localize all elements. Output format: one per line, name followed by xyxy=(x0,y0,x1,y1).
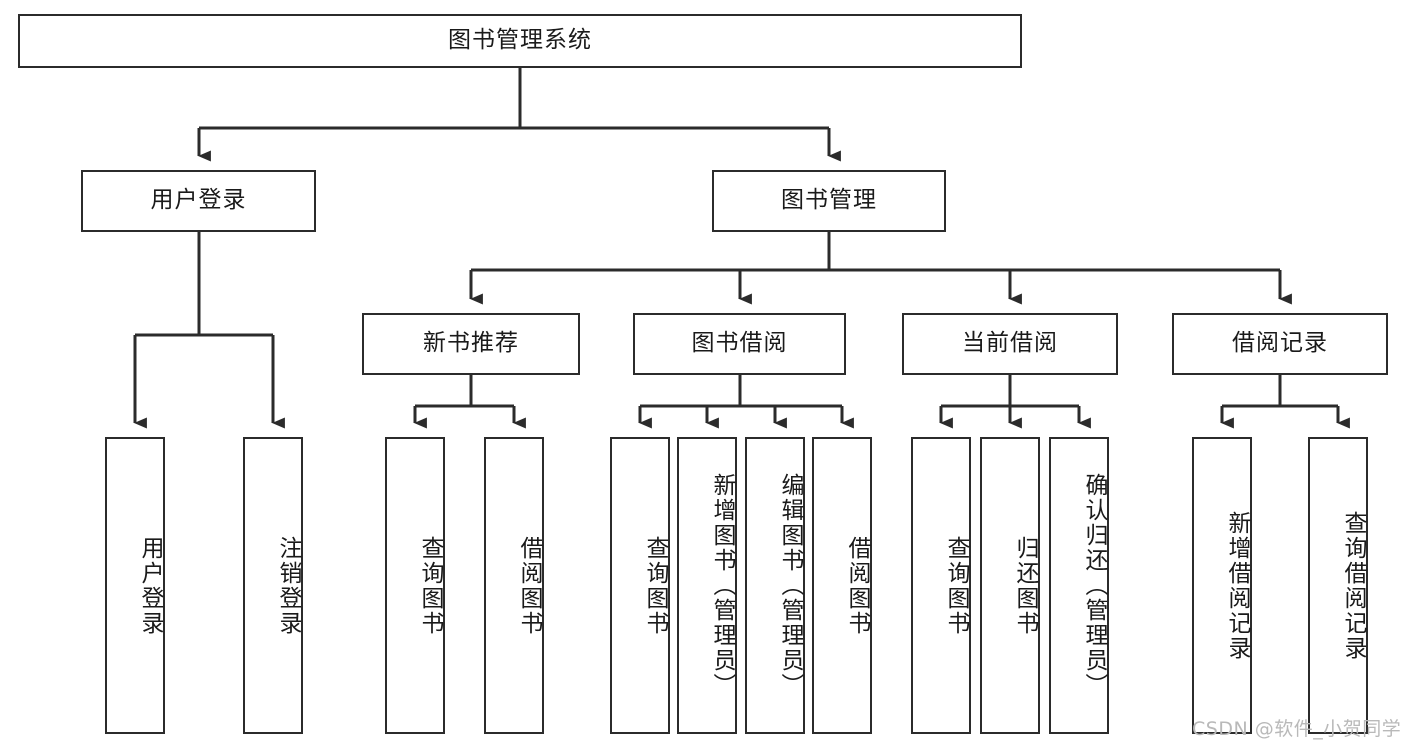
node-leaf-edit-book[interactable]: 编辑图书（管理员） xyxy=(745,437,805,734)
node-leaf-user-login-label: 用户登录 xyxy=(137,535,163,636)
node-leaf-edit-book-label: 编辑图书（管理员） xyxy=(777,473,803,698)
node-user-login-label: 用户登录 xyxy=(150,187,247,214)
node-leaf-query-book-3-label: 查询图书 xyxy=(943,535,969,636)
node-current-borrow-label: 当前借阅 xyxy=(962,330,1058,357)
node-user-login[interactable]: 用户登录 xyxy=(81,170,316,232)
node-leaf-add-borrow-record[interactable]: 新增借阅记录 xyxy=(1192,437,1252,734)
watermark-text: CSDN @软件_小贺同学 xyxy=(1192,718,1402,740)
node-leaf-query-borrow-record-label: 查询借阅记录 xyxy=(1340,510,1366,661)
node-leaf-return-book-label: 归还图书 xyxy=(1012,535,1038,636)
node-new-book-recommend[interactable]: 新书推荐 xyxy=(362,313,580,375)
node-leaf-borrow-book-1-label: 借阅图书 xyxy=(516,535,542,636)
node-leaf-logout-login-label: 注销登录 xyxy=(275,535,301,636)
node-leaf-return-book[interactable]: 归还图书 xyxy=(980,437,1040,734)
node-leaf-borrow-book-1[interactable]: 借阅图书 xyxy=(484,437,544,734)
node-borrow-record[interactable]: 借阅记录 xyxy=(1172,313,1388,375)
node-root-label: 图书管理系统 xyxy=(448,27,592,54)
node-root[interactable]: 图书管理系统 xyxy=(18,14,1022,68)
node-new-book-recommend-label: 新书推荐 xyxy=(423,330,519,357)
node-leaf-query-book-1[interactable]: 查询图书 xyxy=(385,437,445,734)
node-leaf-add-book[interactable]: 新增图书（管理员） xyxy=(677,437,737,734)
node-leaf-borrow-book-2[interactable]: 借阅图书 xyxy=(812,437,872,734)
node-leaf-query-book-2[interactable]: 查询图书 xyxy=(610,437,670,734)
node-leaf-query-borrow-record[interactable]: 查询借阅记录 xyxy=(1308,437,1368,734)
node-book-borrow[interactable]: 图书借阅 xyxy=(633,313,846,375)
node-current-borrow[interactable]: 当前借阅 xyxy=(902,313,1118,375)
node-leaf-query-book-3[interactable]: 查询图书 xyxy=(911,437,971,734)
node-leaf-user-login[interactable]: 用户登录 xyxy=(105,437,165,734)
node-leaf-logout-login[interactable]: 注销登录 xyxy=(243,437,303,734)
node-book-manage-label: 图书管理 xyxy=(781,187,877,214)
node-book-manage[interactable]: 图书管理 xyxy=(712,170,946,232)
node-leaf-add-borrow-record-label: 新增借阅记录 xyxy=(1224,510,1250,661)
node-leaf-add-book-label: 新增图书（管理员） xyxy=(709,473,735,698)
node-leaf-confirm-return-label: 确认归还（管理员） xyxy=(1081,473,1107,698)
node-leaf-confirm-return[interactable]: 确认归还（管理员） xyxy=(1049,437,1109,734)
node-leaf-query-book-2-label: 查询图书 xyxy=(642,535,668,636)
node-borrow-record-label: 借阅记录 xyxy=(1232,330,1328,357)
node-leaf-borrow-book-2-label: 借阅图书 xyxy=(844,535,870,636)
node-leaf-query-book-1-label: 查询图书 xyxy=(417,535,443,636)
node-book-borrow-label: 图书借阅 xyxy=(691,330,788,357)
